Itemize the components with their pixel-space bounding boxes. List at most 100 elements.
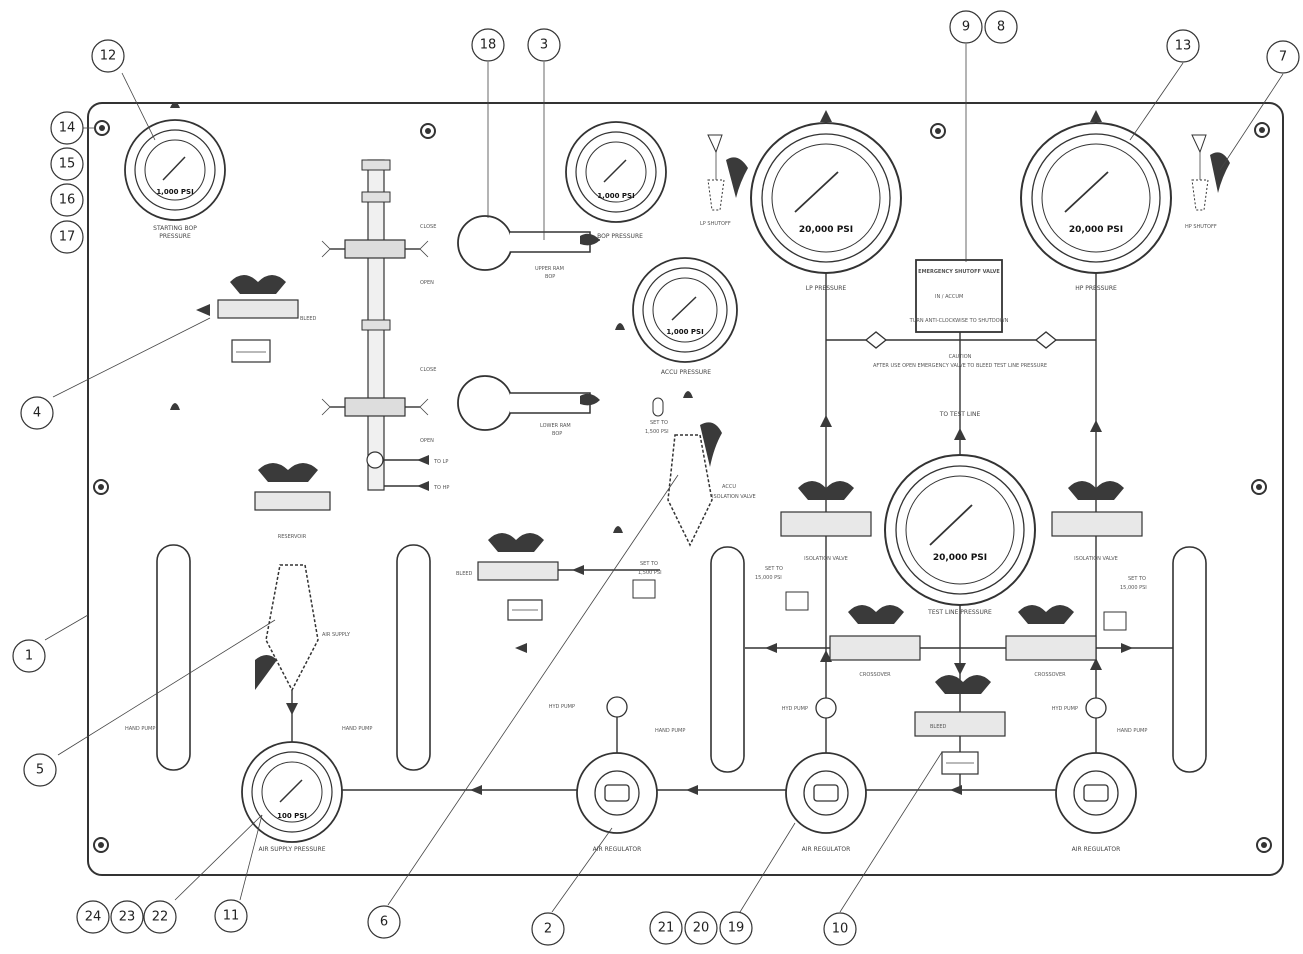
upper-close-label: CLOSE xyxy=(420,224,436,230)
hp-isolation-label: ISOLATION VALVE xyxy=(1074,556,1118,562)
test-line-pressure-gauge: 20,000 PSI xyxy=(884,454,1036,606)
upper-open-label: OPEN xyxy=(420,280,434,286)
hand-pump-slots xyxy=(156,544,1207,773)
svg-text:19: 19 xyxy=(728,921,745,936)
to-lp-label: TO LP xyxy=(433,459,448,465)
callout-15: 15 xyxy=(50,147,84,181)
hand-pump-2-label: HAND PUMP xyxy=(342,726,372,732)
lower-ram-bop-handle xyxy=(457,375,600,431)
relief-psi-label: 1,500 PSI xyxy=(638,570,662,576)
hyd-pump-2-indicator xyxy=(815,697,837,719)
to-test-line-label: TO TEST LINE xyxy=(939,411,981,418)
lp-shutoff-label: LP SHUTOFF xyxy=(700,221,731,227)
panel-markers xyxy=(170,323,693,533)
air-supply-gauge-reading: 100 PSI xyxy=(277,812,307,820)
svg-text:18: 18 xyxy=(480,38,497,53)
caution-text: AFTER USE OPEN EMERGENCY VALVE TO BLEED … xyxy=(873,363,1047,369)
bleed-valve-2 xyxy=(477,533,656,621)
svg-text:23: 23 xyxy=(119,910,136,925)
air-regulator-1 xyxy=(576,752,658,834)
hp-shutoff-valve xyxy=(1191,134,1230,211)
test-line-gauge-reading: 20,000 PSI xyxy=(933,553,987,563)
svg-text:3: 3 xyxy=(540,38,548,53)
hand-pump-1-label: HAND PUMP xyxy=(125,726,155,732)
bop-pressure-label: BOP PRESSURE xyxy=(597,233,643,240)
callout-11: 11 xyxy=(214,899,248,933)
starting-bop-gauge-reading: 1,000 PSI xyxy=(156,188,193,196)
check-valves xyxy=(864,331,1058,349)
hp-set-to-label: SET TO xyxy=(1128,576,1146,582)
accu-gauge-reading: 1,000 PSI xyxy=(666,328,703,336)
hand-pump-3-label: HAND PUMP xyxy=(655,728,685,734)
starting-bop-label-2: PRESSURE xyxy=(159,233,191,240)
lp-relief-valve xyxy=(785,591,809,611)
bleed-label-3: BLEED xyxy=(930,724,947,730)
callout-leaders xyxy=(44,44,1284,913)
upper-ram-bop-word: BOP xyxy=(545,274,555,280)
air-supply-label: AIR SUPPLY xyxy=(322,632,351,638)
crossover-valve-1 xyxy=(829,605,921,661)
reservoir xyxy=(254,463,331,511)
svg-text:1: 1 xyxy=(25,649,33,664)
callout-1: 1 xyxy=(12,639,46,673)
svg-text:16: 16 xyxy=(59,193,76,208)
crossover-valve-2 xyxy=(1005,605,1097,661)
emergency-line-3: TURN ANTI-CLOCKWISE TO SHUTDOWN xyxy=(909,318,1009,324)
callout-3: 3 xyxy=(527,28,561,62)
svg-text:8: 8 xyxy=(997,20,1005,35)
callout-19: 19 xyxy=(719,911,753,945)
hp-pressure-gauge: 20,000 PSI xyxy=(1020,122,1172,274)
callout-12: 12 xyxy=(91,39,125,73)
upper-ram-label: UPPER RAM xyxy=(535,266,564,272)
emergency-title: EMERGENCY SHUTOFF VALVE xyxy=(918,269,1000,275)
callout-17: 17 xyxy=(50,220,84,254)
bop-gauge-reading: 1,000 PSI xyxy=(597,192,634,200)
crossover-2-label: CROSSOVER xyxy=(1034,672,1066,678)
relief-set-to-label: SET TO xyxy=(640,561,658,567)
air-supply-pressure-label: AIR SUPPLY PRESSURE xyxy=(258,846,325,853)
callout-bubbles: 12 14 15 16 17 18 3 9 8 13 7 4 1 5 24 23… xyxy=(12,10,1300,946)
callout-2: 2 xyxy=(531,912,565,946)
lp-relief-psi-label: 15,000 PSI xyxy=(755,575,782,581)
svg-text:7: 7 xyxy=(1279,50,1287,65)
emergency-line-2: IN / ACCUM xyxy=(935,294,963,300)
svg-text:6: 6 xyxy=(380,915,388,930)
crossover-1-label: CROSSOVER xyxy=(859,672,891,678)
callout-7: 7 xyxy=(1266,40,1300,74)
air-regulator-3 xyxy=(1055,752,1137,834)
lp-pressure-gauge: 20,000 PSI xyxy=(750,122,902,274)
callout-9: 9 xyxy=(949,10,983,44)
hyd-pump-1-indicator xyxy=(606,696,628,718)
upper-ram-bop-handle xyxy=(457,215,600,271)
bleed-valve-3 xyxy=(914,675,1006,775)
accu-pressure-gauge: 1,000 PSI xyxy=(632,257,738,363)
lp-isolation-valve xyxy=(780,481,872,537)
lp-isolation-label: ISOLATION VALVE xyxy=(804,556,848,562)
callout-16: 16 xyxy=(50,183,84,217)
callout-13: 13 xyxy=(1166,29,1200,63)
hyd-pump-3-label: HYD PUMP xyxy=(1052,706,1078,712)
callout-22: 22 xyxy=(143,900,177,934)
hyd-pump-1-label: HYD PUMP xyxy=(549,704,575,710)
hyd-pump-2-label: HYD PUMP xyxy=(782,706,808,712)
callout-6: 6 xyxy=(367,905,401,939)
bop-stack xyxy=(321,159,429,491)
hp-relief-psi-label: 15,000 PSI xyxy=(1120,585,1147,591)
lower-ram-label: LOWER RAM xyxy=(540,423,571,429)
svg-text:10: 10 xyxy=(832,922,849,937)
air-regulator-2 xyxy=(785,752,867,834)
svg-text:20: 20 xyxy=(693,921,710,936)
starting-bop-pressure-gauge: 1,000 PSI xyxy=(124,102,226,221)
accu-word-label: ACCU xyxy=(722,484,736,490)
accu-psi-label: 1,500 PSI xyxy=(645,429,669,435)
bleed-label-2: BLEED xyxy=(456,571,473,577)
air-supply-pressure-gauge: 100 PSI xyxy=(241,741,343,843)
hp-isolation-valve xyxy=(1051,481,1143,537)
svg-text:4: 4 xyxy=(33,406,41,421)
callout-8: 8 xyxy=(984,10,1018,44)
flow-arrows xyxy=(286,110,1133,795)
callout-24: 24 xyxy=(76,900,110,934)
caution-label: CAUTION xyxy=(949,354,972,360)
to-hp-label: TO HP xyxy=(433,485,449,491)
